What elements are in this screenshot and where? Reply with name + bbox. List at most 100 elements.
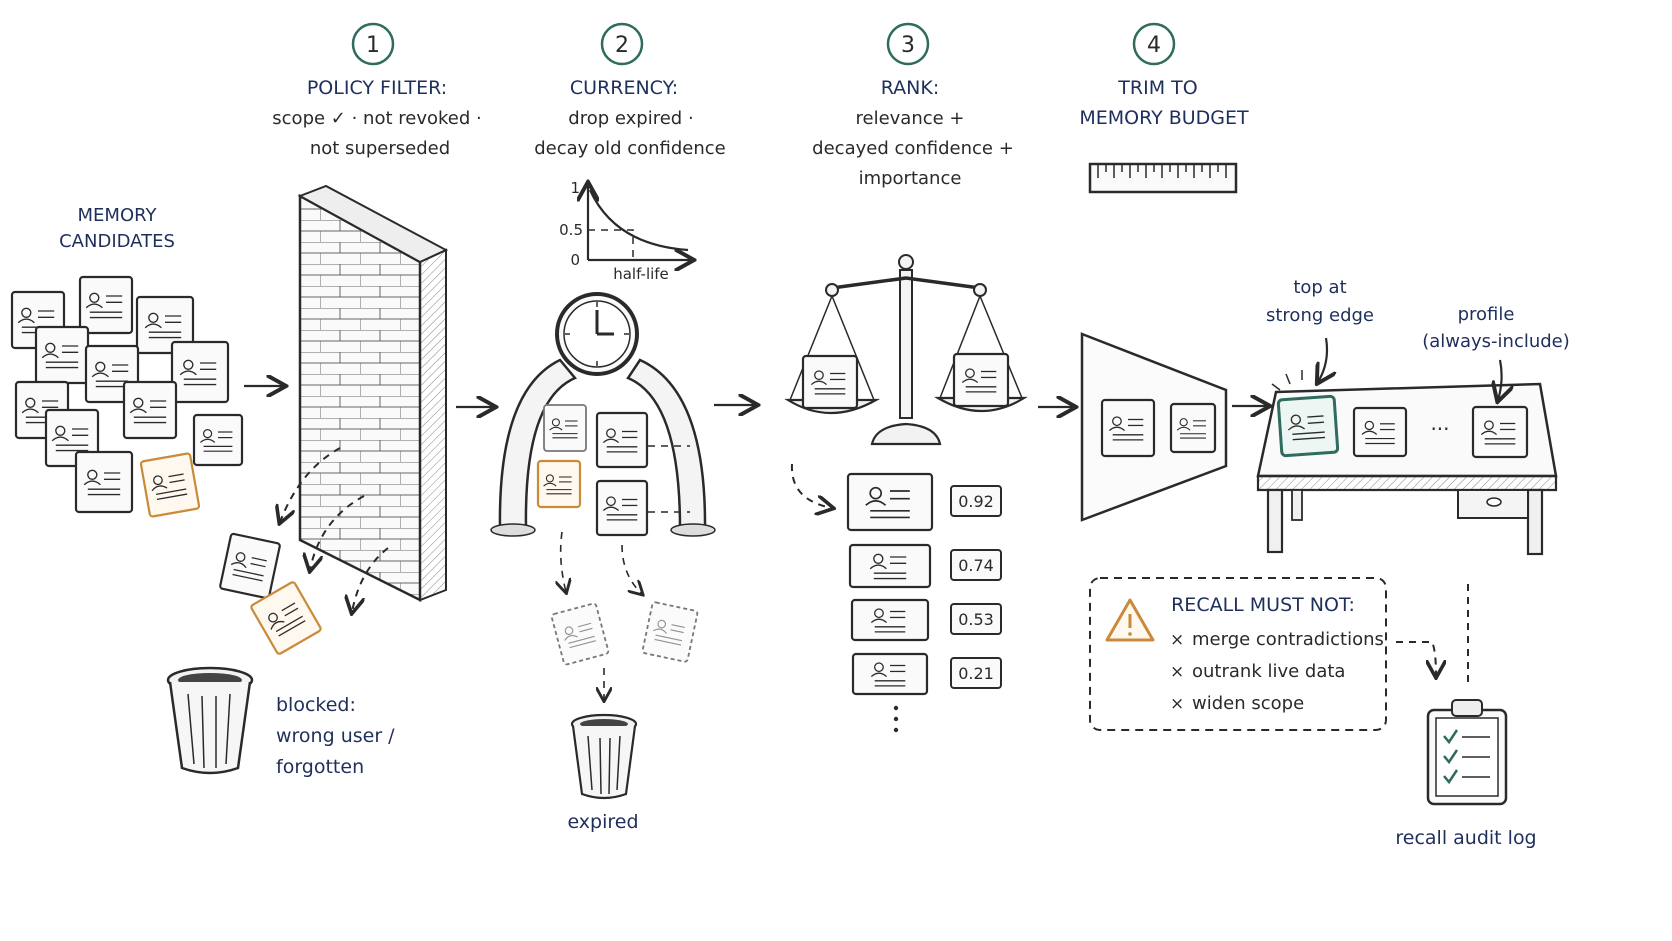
memory-card bbox=[78, 275, 134, 335]
trimmed-memory-card bbox=[1100, 398, 1156, 458]
annotation-profile-line2: (always-include) bbox=[1422, 331, 1570, 352]
decay-chart-y-tick-half: 0.5 bbox=[559, 221, 583, 239]
profile-memory-card bbox=[1471, 405, 1529, 459]
expired-memory-card bbox=[550, 602, 610, 666]
ranked-memory-card bbox=[846, 472, 934, 532]
step-1-number-circle bbox=[351, 22, 395, 66]
memory-card bbox=[595, 411, 649, 469]
step-1-title: POLICY FILTER: bbox=[307, 77, 447, 99]
step-3-number-circle bbox=[886, 22, 930, 66]
blocked-label-line2: wrong user / bbox=[276, 725, 395, 747]
step-3-number: 3 bbox=[901, 33, 915, 58]
annotation-profile: profile (always-include) bbox=[1422, 304, 1570, 400]
score-value: 0.92 bbox=[958, 492, 994, 511]
blocked-cards bbox=[219, 447, 389, 655]
annotation-top-line2: strong edge bbox=[1266, 305, 1374, 326]
memory-card bbox=[170, 340, 230, 404]
warning-item: merge contradictions bbox=[1192, 629, 1384, 650]
step-1-number: 1 bbox=[366, 33, 380, 58]
score-box bbox=[950, 603, 1002, 635]
step-1-desc-line1: scope ✓ · not revoked · bbox=[272, 108, 481, 129]
step-3-desc-line2: decayed confidence + bbox=[812, 138, 1014, 159]
annotation-top-at-strong-edge: top at strong edge bbox=[1266, 277, 1374, 382]
clock-icon bbox=[555, 292, 639, 376]
top-ranked-memory-card bbox=[1276, 394, 1340, 458]
warning-item: outrank live data bbox=[1192, 661, 1345, 682]
step-2-desc-line1: drop expired · bbox=[568, 108, 693, 129]
ranked-memory-card bbox=[851, 652, 929, 696]
warning-to-audit-arrow bbox=[1396, 641, 1436, 676]
step-3-header: 3 RANK: relevance + decayed confidence +… bbox=[812, 22, 1014, 189]
warning-x-mark: × bbox=[1170, 662, 1184, 682]
audit-log-label: recall audit log bbox=[1395, 827, 1536, 849]
blocked-label: blocked: wrong user / forgotten bbox=[276, 694, 395, 778]
memory-card bbox=[135, 295, 195, 355]
memory-card bbox=[122, 380, 178, 440]
step-2-title: CURRENCY: bbox=[570, 77, 678, 99]
step-4-number: 4 bbox=[1147, 33, 1161, 58]
decaying-memory-card bbox=[543, 404, 587, 452]
warning-item: widen scope bbox=[1192, 693, 1304, 714]
half-life-guide bbox=[588, 229, 634, 260]
ranked-list: 0.92 0.74 0.53 0.21 bbox=[846, 472, 1002, 733]
step-2-header: 2 CURRENCY: drop expired · decay old con… bbox=[534, 22, 726, 159]
memory-candidates-label: MEMORY CANDIDATES bbox=[59, 205, 175, 252]
score-value: 0.21 bbox=[958, 664, 994, 683]
memory-candidates-pile bbox=[10, 275, 244, 518]
memory-card bbox=[34, 325, 90, 385]
step-4-number-circle bbox=[1132, 22, 1176, 66]
score-box bbox=[950, 549, 1002, 581]
rank-flow-arrow bbox=[790, 463, 832, 508]
step-4-title: TRIM TO bbox=[1117, 77, 1197, 99]
highlight-marks bbox=[1271, 370, 1303, 391]
expired-label: expired bbox=[567, 811, 638, 833]
memory-card bbox=[595, 479, 649, 537]
step-1-header: 1 POLICY FILTER: scope ✓ · not revoked ·… bbox=[272, 22, 482, 159]
step-4-header: 4 TRIM TO MEMORY BUDGET bbox=[1079, 22, 1249, 129]
step-2-desc-line2: decay old confidence bbox=[534, 138, 726, 159]
score-box bbox=[950, 485, 1002, 517]
candidates-label-line2: CANDIDATES bbox=[59, 231, 175, 252]
decay-chart-x-label: half-life bbox=[613, 265, 669, 283]
warning-title: RECALL MUST NOT: bbox=[1171, 594, 1355, 616]
step-2-number-circle bbox=[600, 22, 644, 66]
decay-chart-y-tick-0: 0 bbox=[570, 251, 580, 269]
ranked-memory-card bbox=[848, 543, 932, 589]
currency-arch bbox=[490, 358, 716, 537]
trimmed-memory-card bbox=[1169, 402, 1217, 454]
expired-trash-can-icon bbox=[570, 713, 638, 800]
score-value: 0.53 bbox=[958, 610, 994, 629]
step-4-title-line2: MEMORY BUDGET bbox=[1079, 107, 1249, 129]
desk-memory-card bbox=[1352, 406, 1408, 458]
memory-card-flagged bbox=[139, 452, 201, 518]
step-2-number: 2 bbox=[615, 33, 629, 58]
score-value: 0.74 bbox=[958, 556, 994, 575]
ruler-icon bbox=[1088, 162, 1238, 194]
scale-memory-card-left bbox=[801, 354, 859, 410]
candidates-label-line1: MEMORY bbox=[78, 205, 158, 226]
score-box bbox=[950, 657, 1002, 689]
decaying-memory-card-flagged bbox=[536, 459, 582, 509]
annotation-profile-line1: profile bbox=[1458, 304, 1515, 325]
blocked-label-line3: forgotten bbox=[276, 756, 364, 778]
ranked-memory-card bbox=[850, 598, 930, 642]
decay-chart-y-tick-1: 1 bbox=[570, 179, 580, 197]
trim-funnel bbox=[1080, 332, 1228, 522]
annotation-top-line1: top at bbox=[1293, 277, 1346, 298]
blocked-memory-card bbox=[219, 532, 281, 600]
arch-cards bbox=[536, 404, 690, 537]
list-continues-dots bbox=[893, 705, 899, 733]
warning-x-mark: × bbox=[1170, 630, 1184, 650]
step-1-desc-line2: not superseded bbox=[310, 138, 450, 159]
recall-warning-box: RECALL MUST NOT: × merge contradictions … bbox=[1089, 577, 1387, 731]
warning-triangle-icon bbox=[1105, 598, 1155, 642]
decay-curve bbox=[588, 189, 689, 252]
expired-cards bbox=[550, 531, 699, 700]
context-desk: ··· bbox=[1256, 370, 1558, 556]
step-3-title: RANK: bbox=[881, 77, 940, 99]
memory-card bbox=[74, 450, 134, 514]
warning-x-mark: × bbox=[1170, 694, 1184, 714]
balance-scale-icon bbox=[784, 254, 1028, 446]
blocked-memory-card-flagged bbox=[250, 581, 322, 655]
